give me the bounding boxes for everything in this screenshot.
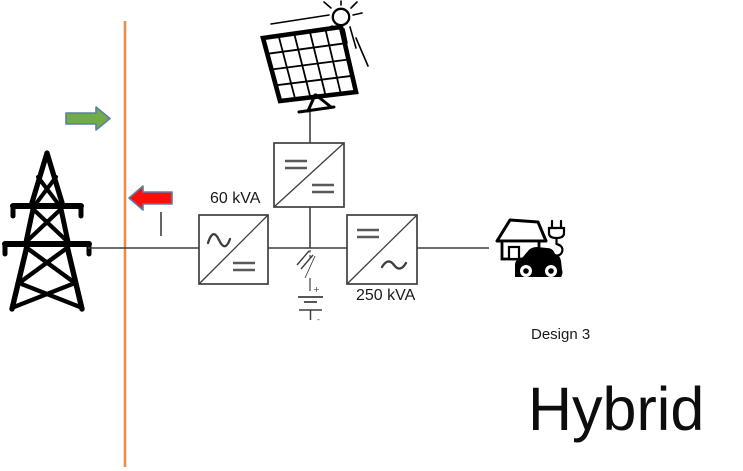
solar-panel-icon <box>260 24 359 114</box>
pv-dc-dc-converter <box>273 142 345 208</box>
transmission-tower-icon <box>2 150 92 312</box>
battery-branch: + - <box>296 250 323 324</box>
load-group <box>495 218 566 277</box>
ev-car-icon <box>515 247 563 277</box>
grid-ac-dc-converter <box>198 214 269 285</box>
svg-text:-: - <box>317 315 320 324</box>
slide-title: Hybrid <box>528 375 705 443</box>
disconnect-switch-icon <box>296 250 316 279</box>
design-label: Design 3 <box>531 326 591 343</box>
import-power-arrow-icon <box>128 185 173 211</box>
load-dc-ac-converter <box>346 214 418 285</box>
svg-text:+: + <box>313 285 320 294</box>
export-power-arrow-icon <box>65 106 111 131</box>
rectifier-rating-label: 60 kVA <box>210 190 261 207</box>
inverter-rating-label: 250 kVA <box>356 287 416 304</box>
battery-icon: + - <box>298 285 323 324</box>
